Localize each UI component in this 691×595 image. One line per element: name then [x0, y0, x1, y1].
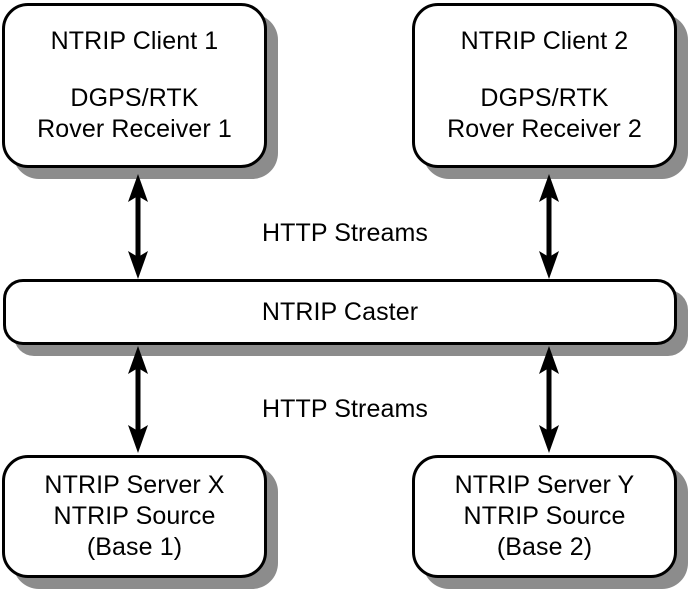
node-client1-line-2: DGPS/RTK: [70, 84, 199, 112]
node-ntrip-client-2: NTRIP Client 2 DGPS/RTK Rover Receiver 2: [412, 3, 677, 168]
node-servery-line-1: NTRIP Server Y: [454, 471, 635, 499]
node-ntrip-caster: NTRIP Caster: [3, 279, 677, 345]
node-client2-line-3: Rover Receiver 2: [447, 115, 642, 143]
node-caster-label: NTRIP Caster: [261, 297, 419, 326]
edge-label-http-streams-bottom: HTTP Streams: [261, 395, 429, 423]
double-arrow-icon-caster-servery: [532, 346, 566, 453]
node-serverx-line-1: NTRIP Server X: [44, 471, 225, 499]
double-arrow-icon-client1-caster: [121, 174, 155, 279]
double-arrow-icon-client2-caster: [532, 174, 566, 279]
node-client1-line-1: NTRIP Client 1: [50, 27, 219, 55]
node-client1-line-3: Rover Receiver 1: [37, 115, 232, 143]
node-client2-line-1: NTRIP Client 2: [460, 27, 629, 55]
double-arrow-icon-caster-serverx: [121, 346, 155, 453]
edge-label-http-streams-top: HTTP Streams: [261, 219, 429, 247]
node-ntrip-server-y: NTRIP Server Y NTRIP Source (Base 2): [412, 455, 677, 578]
node-servery-line-3: (Base 2): [496, 533, 593, 561]
node-serverx-line-2: NTRIP Source: [53, 502, 216, 530]
node-servery-line-2: NTRIP Source: [463, 502, 626, 530]
node-ntrip-server-x: NTRIP Server X NTRIP Source (Base 1): [2, 455, 267, 578]
node-ntrip-client-1: NTRIP Client 1 DGPS/RTK Rover Receiver 1: [2, 3, 267, 168]
node-serverx-line-3: (Base 1): [86, 533, 183, 561]
node-client2-line-2: DGPS/RTK: [480, 84, 609, 112]
